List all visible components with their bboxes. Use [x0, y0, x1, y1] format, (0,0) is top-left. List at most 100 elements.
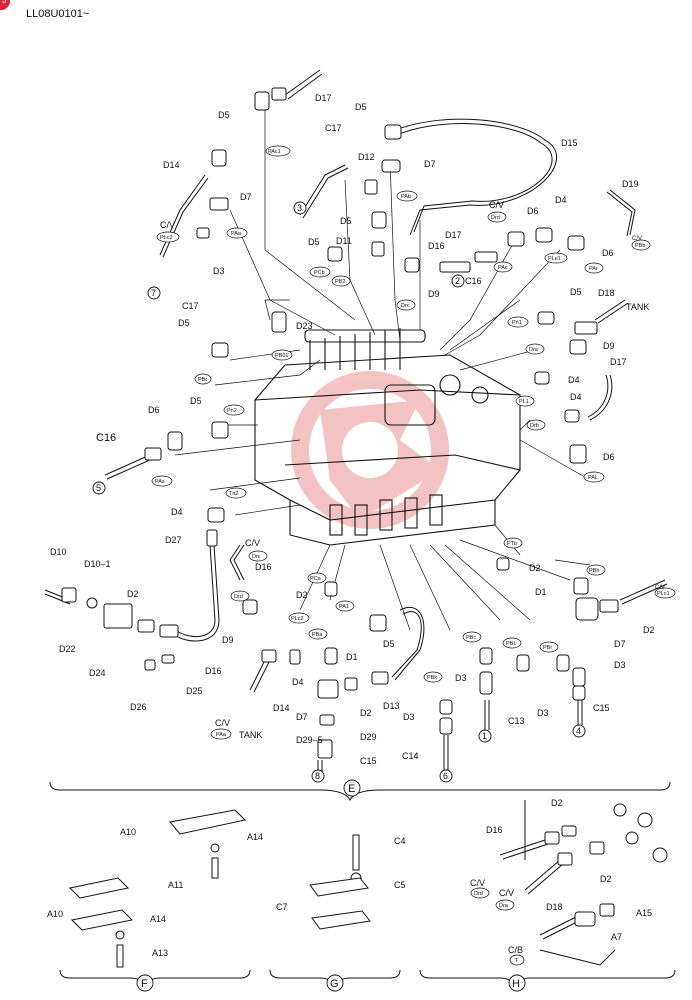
label-d16-a: D16 — [428, 241, 445, 251]
tag-pab: PAb — [401, 194, 411, 200]
label-d5-a: D5 — [218, 110, 230, 120]
label-c15-b: C15 — [360, 756, 377, 766]
leader-lines — [174, 110, 591, 631]
label-a7: A7 — [611, 932, 622, 942]
label-a14-a: A14 — [247, 832, 263, 842]
marker-6-circle — [439, 769, 453, 783]
tag-dra: Dra — [529, 347, 539, 353]
corner-badge-number: 3 — [2, 0, 7, 5]
label-cv-b: C/V — [489, 200, 504, 210]
label-a14-b: A14 — [150, 914, 166, 924]
port-tag-ellipses — [151, 145, 676, 966]
tag-pb01: PB01 — [275, 353, 288, 359]
corner-badge: 3 — [0, 0, 10, 10]
label-cv-f: C/V — [215, 718, 230, 728]
label-d29: D29 — [360, 732, 377, 742]
tag-pca: PCa — [310, 576, 322, 582]
tag-pba: PBa — [312, 632, 323, 638]
tag-plc2-b: PLc2 — [291, 616, 304, 622]
circled-markers — [92, 201, 586, 992]
marker-g-circle — [326, 974, 344, 992]
label-a15: A15 — [636, 908, 652, 918]
label-d22: D22 — [59, 644, 76, 654]
label-d9-b: D9 — [603, 341, 615, 351]
label-d27: D27 — [165, 535, 182, 545]
marker-2-circle — [451, 274, 465, 288]
label-c14: C14 — [402, 751, 419, 761]
label-d4-e: D4 — [292, 677, 304, 687]
label-c13: C13 — [508, 716, 525, 726]
tag-ptb: PTb — [507, 541, 517, 547]
label-d3-a: D3 — [213, 266, 225, 276]
label-d5-f: D5 — [178, 318, 190, 328]
tag-pac1: PAc1 — [268, 149, 281, 155]
label-d1-b: D1 — [535, 587, 547, 597]
label-d2-d: D2 — [643, 625, 655, 635]
label-d24: D24 — [89, 668, 106, 678]
marker-f-circle — [136, 974, 154, 992]
label-d7-d: D7 — [296, 712, 308, 722]
label-a11: A11 — [168, 880, 183, 890]
tag-pas: PAs — [155, 479, 165, 485]
label-d4-a: D4 — [555, 195, 567, 205]
watermark-logo — [291, 371, 449, 529]
tag-dra-h: Dra — [499, 903, 509, 909]
label-c4: C4 — [394, 836, 406, 846]
label-a10-a: A10 — [120, 827, 136, 837]
marker-7-circle — [147, 286, 161, 300]
label-d18-b: D18 — [546, 902, 563, 912]
label-d1-a: D1 — [346, 652, 358, 662]
label-d4-b: D4 — [568, 375, 580, 385]
tag-pn1: Pn1 — [512, 320, 522, 326]
marker-e-circle — [343, 779, 361, 797]
tag-pbb: PBb — [635, 243, 645, 249]
bracket-h — [419, 969, 676, 986]
label-d3-e: D3 — [403, 712, 415, 722]
marker-5-circle — [92, 481, 106, 495]
marker-4: 4 — [576, 726, 581, 736]
label-cv-c: C/V — [632, 236, 642, 242]
label-d4-d: D4 — [171, 507, 183, 517]
tag-paa: PAa — [231, 231, 242, 237]
label-d19: D19 — [622, 179, 639, 189]
marker-h-circle — [508, 974, 526, 992]
marker-7: 7 — [151, 288, 156, 298]
label-a13: A13 — [152, 948, 168, 958]
tag-drd-h: Drd — [474, 891, 483, 897]
label-c16-b: C16 — [96, 432, 116, 444]
label-d3-c: D3 — [455, 673, 467, 683]
label-d17-c: D17 — [610, 357, 627, 367]
bracket-e — [49, 781, 671, 802]
tag-ple1: PLe1 — [548, 256, 561, 262]
tag-drc: Drc — [401, 303, 410, 309]
section-f-label: F — [141, 978, 148, 990]
section-h-label: H — [512, 978, 520, 990]
tag-tn2: Tn2 — [229, 491, 238, 497]
label-tank-b: TANK — [239, 730, 262, 740]
label-d16-b: D16 — [255, 562, 272, 572]
label-d14-b: D14 — [273, 703, 290, 713]
label-d7-c: D7 — [614, 639, 626, 649]
label-d2-g: D2 — [600, 874, 612, 884]
tag-pl1: PL1 — [519, 399, 529, 405]
label-d25: D25 — [186, 686, 203, 696]
label-d12: D12 — [358, 152, 375, 162]
tag-plc2: PLc2 — [160, 235, 173, 241]
label-d18-a: D18 — [598, 288, 615, 298]
label-d6-b: D6 — [602, 248, 614, 258]
label-c16-a: C16 — [465, 276, 482, 286]
tag-pbc: PBc — [466, 635, 476, 641]
marker-6: 6 — [443, 771, 448, 781]
label-d5-c: D5 — [340, 216, 352, 226]
label-tank-a: TANK — [626, 302, 649, 312]
label-d11: D11 — [336, 236, 352, 246]
label-d3-b: D3 — [614, 660, 626, 670]
label-d2-f: D2 — [551, 798, 563, 808]
label-d13: D13 — [383, 701, 400, 711]
label-d7-a: D7 — [240, 192, 252, 202]
marker-1: 1 — [482, 731, 487, 741]
tag-drc-d: Drc — [252, 554, 261, 560]
label-d7-b: D7 — [424, 159, 436, 169]
tag-pcb: PCb — [314, 270, 325, 276]
